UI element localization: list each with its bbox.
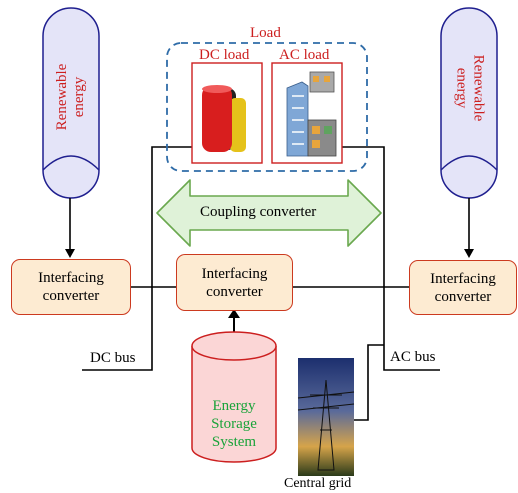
coupling-converter-label: Coupling converter bbox=[200, 204, 317, 220]
interfacing-center-line1: Interfacing bbox=[201, 265, 268, 282]
storage-line3: System bbox=[211, 434, 257, 450]
load-boundary bbox=[166, 42, 368, 172]
dc-load-box bbox=[191, 62, 263, 164]
storage-line1: Energy bbox=[212, 398, 256, 414]
battery-icon bbox=[202, 85, 246, 152]
interfacing-center-line2: converter bbox=[206, 283, 263, 300]
storage-label: Energy Storage System bbox=[192, 397, 276, 451]
bus-lines bbox=[82, 146, 440, 421]
dc-load-label: DC load bbox=[199, 47, 250, 63]
ac-load-box bbox=[271, 62, 343, 164]
renewable-source-left bbox=[42, 7, 100, 199]
storage-line2: Storage bbox=[211, 416, 257, 432]
interfacing-left-line2: converter bbox=[42, 288, 100, 304]
buildings-icon bbox=[286, 71, 337, 157]
renewable-right-line1: Renewable bbox=[470, 54, 487, 122]
central-grid-image bbox=[297, 358, 355, 476]
dc-bus-label: DC bus bbox=[90, 350, 136, 366]
interfacing-left-line1: Interfacing bbox=[38, 270, 104, 286]
interfacing-converter-center: Interfacing converter bbox=[176, 254, 293, 311]
renewable-left-line1: Renewable bbox=[53, 63, 70, 131]
interfacing-right-line2: converter bbox=[434, 288, 492, 305]
coupling-converter-arrow bbox=[156, 179, 382, 247]
interfacing-converter-left: Interfacing converter bbox=[11, 259, 131, 315]
central-grid-label: Central grid bbox=[284, 476, 352, 491]
renewable-right-line2: energy bbox=[453, 67, 469, 109]
interfacing-converter-right: Interfacing converter bbox=[409, 260, 517, 315]
energy-storage-cylinder bbox=[191, 331, 277, 463]
interfacing-right-line1: Interfacing bbox=[430, 270, 496, 287]
source-arrows bbox=[65, 198, 474, 258]
power-pylon-icon bbox=[297, 379, 355, 471]
renewable-left-line2: energy bbox=[71, 76, 87, 118]
ac-load-label: AC load bbox=[279, 47, 330, 63]
ac-bus-label: AC bus bbox=[390, 349, 436, 365]
load-title: Load bbox=[250, 25, 281, 41]
